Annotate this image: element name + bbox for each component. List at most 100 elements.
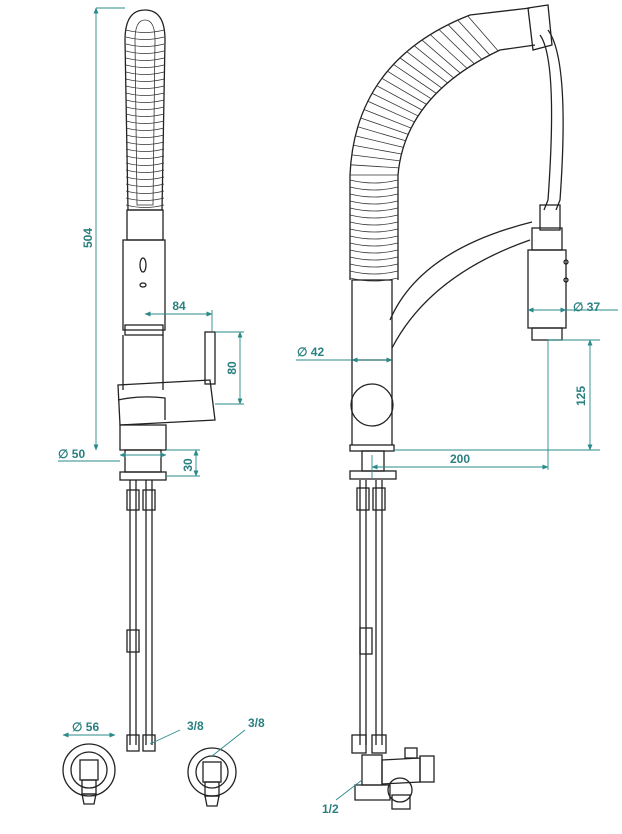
dim-valve-thread: 1/2 xyxy=(322,802,339,816)
spring-coil xyxy=(125,43,165,47)
side-view xyxy=(349,4,569,810)
dim-reach: 200 xyxy=(450,452,470,466)
spring-coil xyxy=(125,57,165,61)
spring-coil xyxy=(349,186,399,191)
spring-coil xyxy=(125,183,165,187)
rosette-left xyxy=(62,743,116,805)
spring-coil xyxy=(393,64,437,94)
spring-coil xyxy=(349,256,399,261)
front-dimensions xyxy=(58,7,246,757)
angle-valve xyxy=(354,747,435,810)
spring-coil xyxy=(353,144,402,155)
spring-coil xyxy=(125,64,165,68)
spring-coil xyxy=(430,34,468,69)
spring-coil xyxy=(349,277,399,282)
spring-coil xyxy=(357,126,406,142)
spring-coil xyxy=(125,162,165,166)
side-coupling xyxy=(539,204,561,231)
spring-coil xyxy=(350,164,399,169)
spring-coil xyxy=(349,242,399,247)
side-hose xyxy=(547,29,564,211)
spring-coil xyxy=(125,78,165,82)
side-arm xyxy=(389,221,533,321)
front-column xyxy=(122,335,164,390)
front-hoses xyxy=(126,480,156,752)
spring-coil xyxy=(349,228,399,233)
spring-coil xyxy=(125,92,165,96)
spring-coil xyxy=(125,71,165,75)
spring-coil xyxy=(367,100,415,123)
spring-coil xyxy=(125,99,165,103)
spring-coil xyxy=(125,127,165,131)
spring-coil xyxy=(406,51,448,84)
spring-coil xyxy=(125,50,165,54)
spring-coil xyxy=(125,106,165,110)
front-mixer-body xyxy=(117,379,216,426)
spring-coil xyxy=(125,148,165,152)
spring-coil xyxy=(349,263,399,268)
front-view xyxy=(62,9,237,807)
spring-coil xyxy=(349,214,399,219)
dim-lever-height: 80 xyxy=(225,361,239,375)
spring-coil xyxy=(125,85,165,89)
spring-coil xyxy=(467,15,499,52)
spring-coil xyxy=(351,154,401,162)
spring-coil xyxy=(349,207,399,212)
spring-coil xyxy=(349,179,399,184)
spring-coil xyxy=(387,70,432,100)
spring-coil xyxy=(125,190,165,194)
front-spring xyxy=(124,9,166,211)
side-hand-shower xyxy=(527,249,567,329)
dim-outlet-height: 125 xyxy=(574,386,588,406)
side-hoses xyxy=(351,480,387,754)
spring-coil xyxy=(363,109,412,129)
dim-spout-length: 84 xyxy=(172,299,186,313)
spring-coil xyxy=(457,19,491,56)
dim-inlet-thread-left: 3/8 xyxy=(187,719,204,733)
spring-coil xyxy=(125,29,165,33)
dimension-labels: 504 84 80 ∅ 50 30 ∅ 42 ∅ 37 125 200 ∅ 56… xyxy=(58,228,600,816)
spring-coil xyxy=(125,134,165,138)
spring-coil xyxy=(376,85,423,111)
dim-height-total: 504 xyxy=(81,228,95,248)
spring-coil xyxy=(349,270,399,275)
spring-coil xyxy=(381,77,427,105)
spring-coil xyxy=(125,36,165,40)
spring-coil xyxy=(125,169,165,173)
spring-coil xyxy=(421,39,461,74)
side-dimensions xyxy=(296,307,618,801)
spring-coil xyxy=(349,193,399,198)
side-lever-knob xyxy=(350,383,394,427)
spring-coil xyxy=(125,155,165,159)
spring-coil xyxy=(349,249,399,254)
spring-coil xyxy=(371,92,419,117)
spring-coil xyxy=(349,221,399,226)
spring-coil xyxy=(360,117,409,135)
side-column xyxy=(351,279,393,361)
dim-base-diameter: ∅ 50 xyxy=(58,447,85,461)
spring-coil xyxy=(125,141,165,145)
spring-coil xyxy=(413,45,454,79)
front-hand-shower xyxy=(122,239,166,331)
spring-coil xyxy=(355,135,404,148)
front-coupling xyxy=(126,209,164,241)
spring-coil xyxy=(349,200,399,205)
front-base xyxy=(119,424,167,451)
spring-coil xyxy=(125,197,165,201)
rosette-right xyxy=(187,747,237,807)
spring-coil xyxy=(438,29,475,65)
spring-coil xyxy=(349,235,399,240)
dim-inlet-thread-right: 3/8 xyxy=(248,716,265,730)
spring-coil xyxy=(125,176,165,180)
dim-rosette-diameter: ∅ 56 xyxy=(72,720,99,734)
dim-base-height: 30 xyxy=(181,458,195,472)
dim-hand-shower-diameter: ∅ 37 xyxy=(573,300,600,314)
side-spring xyxy=(349,4,553,282)
spring-coil xyxy=(447,24,483,60)
spring-coil xyxy=(399,57,442,89)
spring-coil xyxy=(125,204,165,208)
front-lever xyxy=(204,331,216,385)
spring-coil xyxy=(125,113,165,117)
spring-coil xyxy=(125,120,165,124)
